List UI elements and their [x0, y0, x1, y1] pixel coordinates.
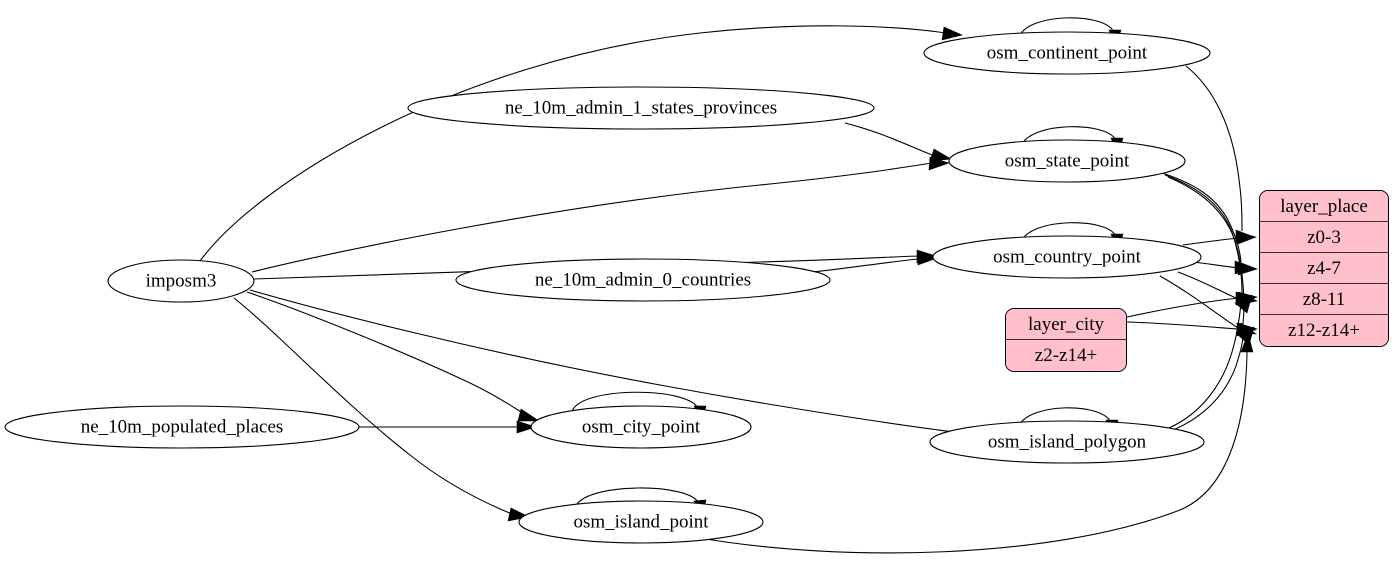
- arrowhead-icon: [1236, 231, 1257, 245]
- edge-layer_city-to-layer_place-z12: [1126, 321, 1239, 330]
- edge-group-into-layer-place: [699, 65, 1258, 554]
- node-ne_10m_populated_places[interactable]: ne_10m_populated_places: [4, 405, 360, 449]
- arrowhead-icon: [929, 148, 952, 162]
- node-shape-ellipse: [407, 86, 875, 130]
- edge-osm_island_polygon-to-layer_place-z8-11: [1168, 302, 1242, 429]
- node-osm_island_polygon[interactable]: osm_island_polygon: [929, 420, 1205, 464]
- edge-layer_city-to-layer_place-z8-11: [1126, 297, 1239, 318]
- layer_city-row-z2-z14plus[interactable]: z2-z14+: [1006, 340, 1126, 371]
- edge-osm_country_point-to-layer_place-z8-11: [1177, 271, 1239, 300]
- node-imposm3[interactable]: imposm3: [107, 259, 255, 303]
- arrowhead-icon: [516, 420, 537, 434]
- edge-osm_country_point-to-layer_place-z4-7: [1192, 261, 1239, 269]
- node-label-ne-populated: ne_10m_populated_places: [81, 416, 284, 437]
- arrowhead-icon: [1237, 261, 1258, 276]
- edge-imposm3-to-osm_city_point: [246, 291, 525, 415]
- node-label-osm-island-point: osm_island_point: [573, 511, 709, 532]
- selfloop-osm_country_point: [1020, 222, 1117, 244]
- node-shape-ellipse: [107, 259, 255, 303]
- node-shape-ellipse: [4, 405, 360, 449]
- layer_place-row-z8-11[interactable]: z8-11: [1260, 284, 1388, 315]
- node-label-ne-states: ne_10m_admin_1_states_provinces: [505, 97, 777, 118]
- node-shape-ellipse: [932, 235, 1202, 279]
- node-label-osm-island-polygon: osm_island_polygon: [988, 431, 1147, 452]
- layer_place-row-z0-3[interactable]: z0-3: [1260, 222, 1388, 253]
- arrowhead-icon: [1234, 294, 1253, 314]
- selfloop-osm_island_polygon: [1017, 407, 1112, 429]
- layer_city-header: layer_city: [1006, 309, 1126, 340]
- selfloop-osm_state_point: [1020, 126, 1117, 148]
- arrowhead-icon: [1240, 333, 1254, 353]
- edge-ne_states-to-osm_state_point: [844, 122, 933, 156]
- node-osm_city_point[interactable]: osm_city_point: [530, 405, 752, 449]
- node-osm_state_point[interactable]: osm_state_point: [948, 139, 1186, 183]
- node-ne_10m_admin_0_countries[interactable]: ne_10m_admin_0_countries: [455, 258, 831, 302]
- edge-imposm3-to-osm_continent_point: [199, 25, 947, 262]
- node-osm_island_point[interactable]: osm_island_point: [518, 500, 764, 544]
- arrowhead-icon: [941, 26, 963, 41]
- edge-imposm3-to-osm_state_point: [251, 162, 933, 273]
- edge-osm_country_point-to-layer_place-z0-3: [1182, 237, 1239, 246]
- edge-osm_continent_point-to-layer_place-z0-3: [1185, 65, 1243, 232]
- edge-osm_state_point-to-layer_place-z4-7: [1161, 172, 1242, 263]
- edge-group-naturalearth-sources: [359, 122, 952, 434]
- node-shape-ellipse: [530, 405, 752, 449]
- node-label-osm-state-point: osm_state_point: [1005, 150, 1130, 171]
- node-osm_continent_point[interactable]: osm_continent_point: [923, 31, 1211, 75]
- layer_place-row-z4-7[interactable]: z4-7: [1260, 253, 1388, 284]
- edge-osm_island_polygon-to-layer_place-z12: [1172, 333, 1244, 431]
- node-shape-ellipse: [923, 31, 1211, 75]
- edge-osm_country_point-to-layer_place-z12: [1159, 275, 1239, 329]
- graph-nodes-layer: imposm3 ne_10m_admin_1_states_provinces …: [4, 31, 1211, 544]
- layer_place-row-z12-z14plus[interactable]: z12-z14+: [1260, 315, 1388, 346]
- node-osm_country_point[interactable]: osm_country_point: [932, 235, 1202, 279]
- layer_place-header: layer_place: [1260, 191, 1388, 222]
- node-label-ne-countries: ne_10m_admin_0_countries: [535, 269, 751, 290]
- node-label-osm-city-point: osm_city_point: [582, 416, 701, 437]
- node-label-osm-country-point: osm_country_point: [993, 246, 1141, 267]
- node-layer_city[interactable]: layer_city z2-z14+: [1005, 308, 1127, 372]
- edge-imposm3-to-osm_island_polygon: [249, 289, 987, 437]
- node-label-imposm3: imposm3: [146, 270, 217, 291]
- selfloop-osm_city_point: [571, 391, 700, 413]
- arrowhead-icon: [917, 252, 938, 266]
- node-shape-ellipse: [948, 139, 1186, 183]
- edge-osm_island_point-to-layer_place-z12: [699, 351, 1248, 554]
- node-label-osm-continent-point: osm_continent_point: [987, 42, 1148, 63]
- node-shape-ellipse: [929, 420, 1205, 464]
- node-layer_place[interactable]: layer_place z0-3 z4-7 z8-11 z12-z14+: [1259, 190, 1389, 347]
- node-shape-ellipse: [455, 258, 831, 302]
- edge-imposm3-to-osm_island_point: [233, 297, 513, 515]
- node-ne_10m_admin_1_states_provinces[interactable]: ne_10m_admin_1_states_provinces: [407, 86, 875, 130]
- selfloop-osm_continent_point: [1018, 17, 1115, 39]
- arrowhead-icon: [517, 408, 540, 422]
- node-shape-ellipse: [518, 500, 764, 544]
- selfloop-osm_island_point: [574, 487, 700, 509]
- edge-ne_countries-to-osm_country_point: [812, 258, 919, 273]
